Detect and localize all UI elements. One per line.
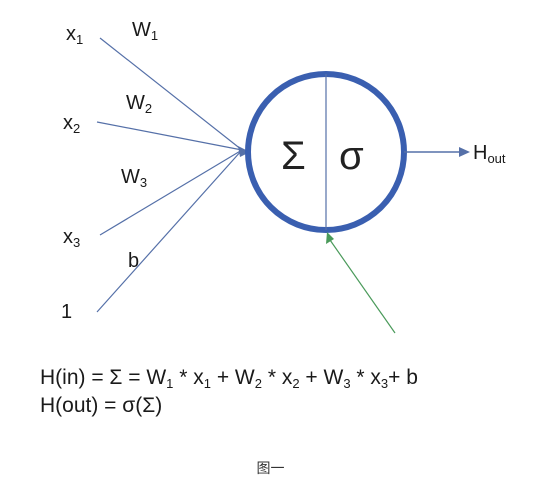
formula-h-out: H(out) = σ(Σ) xyxy=(40,394,163,417)
input-label-x1: x1 xyxy=(66,23,84,47)
input-line-x2 xyxy=(96,121,243,151)
feedback-line xyxy=(329,239,396,334)
input-arrowhead xyxy=(238,146,250,157)
input-line-x1 xyxy=(99,37,243,151)
weight-label-w2: W2 xyxy=(126,92,153,116)
input-label-x2: x2 xyxy=(63,112,81,136)
weight-label-w1: W1 xyxy=(132,19,159,43)
output-arrowhead xyxy=(459,147,470,157)
input-label-bias: 1 xyxy=(61,301,73,323)
output-label: Hout xyxy=(473,142,506,166)
weight-label-b: b xyxy=(128,250,140,272)
input-line-x3 xyxy=(99,149,243,236)
input-label-x3: x3 xyxy=(63,226,81,250)
feedback-arrowhead xyxy=(326,232,334,244)
sum-symbol: Σ xyxy=(281,134,306,178)
figure-caption: 图一 xyxy=(256,461,285,477)
input-line-bias xyxy=(96,149,243,313)
activation-symbol: σ xyxy=(339,134,364,178)
weight-label-w3: W3 xyxy=(121,166,148,190)
formula-h-in: H(in) = Σ = W1 * x1 + W2 * x2 + W3 * x3+… xyxy=(40,366,418,391)
